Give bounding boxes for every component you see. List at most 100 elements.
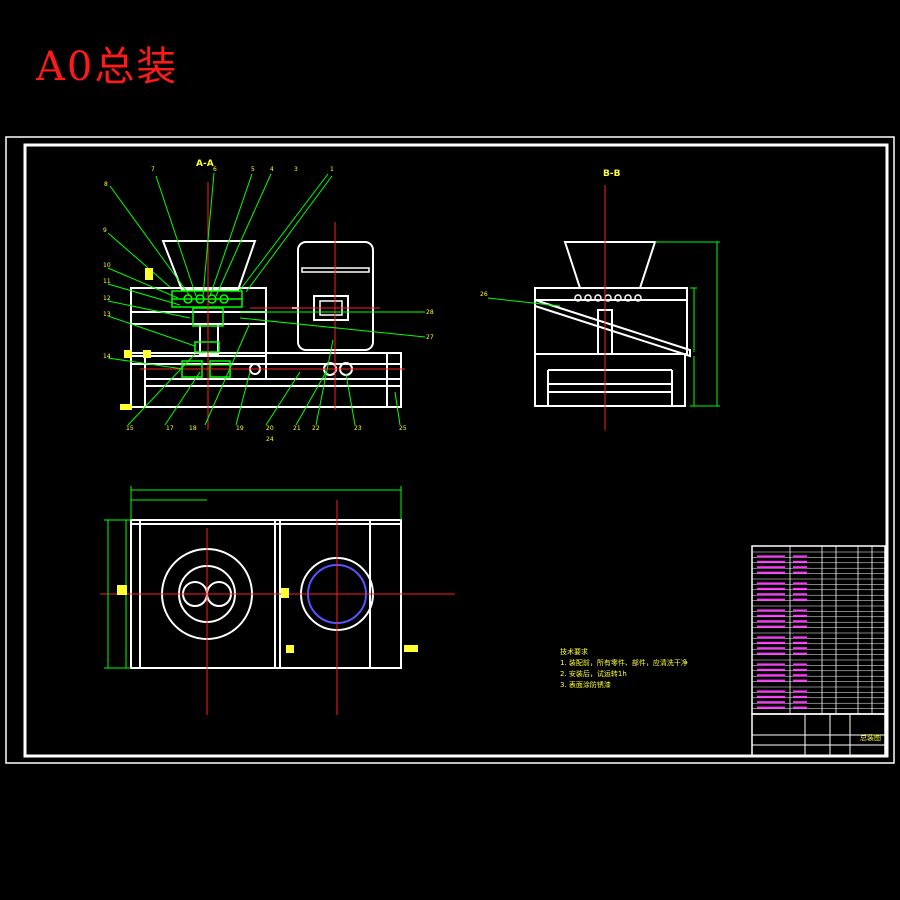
part-label: 23 — [354, 425, 362, 432]
bom-name-mark — [793, 560, 807, 563]
chute — [534, 298, 691, 358]
bom-code-mark — [757, 701, 785, 704]
inner-frame — [23, 143, 889, 758]
bom-code-mark — [757, 706, 785, 709]
bom-code-mark — [757, 598, 785, 601]
front-view — [130, 240, 402, 408]
part-number-labels: 8 7 6 5 4 3 1 9 10 11 12 13 14 28 27 26 … — [103, 166, 488, 443]
bom-name-mark — [793, 609, 807, 612]
section-markers — [117, 268, 418, 653]
bom-code-mark — [757, 641, 785, 644]
bom-name-mark — [793, 566, 807, 569]
top-dimensions — [104, 486, 402, 669]
part-label: 8 — [104, 181, 108, 188]
bom-name-mark — [793, 555, 807, 558]
view-label-front: A-A — [196, 159, 214, 169]
outer-frame — [5, 136, 895, 764]
bom-code-mark — [757, 555, 785, 558]
part-label: 17 — [166, 425, 174, 432]
bom-code-mark — [757, 647, 785, 650]
leader-lines — [107, 172, 426, 426]
bom-name-mark — [793, 679, 807, 682]
view-label-side: B-B — [603, 169, 621, 179]
part-label: 13 — [103, 311, 111, 318]
bom-name-mark — [793, 636, 807, 639]
part-label: 26 — [480, 291, 488, 298]
bom-name-mark — [793, 652, 807, 655]
bom-name-mark — [793, 598, 807, 601]
bom-code-mark — [757, 571, 785, 574]
bom-name-mark — [793, 706, 807, 709]
bom-name-mark — [793, 690, 807, 693]
part-label: 12 — [103, 295, 111, 302]
part-label: 27 — [426, 334, 434, 341]
bom-code-mark — [757, 582, 785, 585]
part-label: 21 — [293, 425, 301, 432]
part-label: 4 — [270, 166, 274, 173]
bom-name-mark — [793, 582, 807, 585]
part-label: 25 — [399, 425, 407, 432]
bom-name-mark — [793, 701, 807, 704]
bom-name-mark — [793, 663, 807, 666]
bom-code-mark — [757, 636, 785, 639]
part-label: 6 — [213, 166, 217, 173]
bom-name-mark — [793, 614, 807, 617]
bom-name-mark — [793, 625, 807, 628]
bom-code-mark — [757, 625, 785, 628]
bom-name-mark — [793, 620, 807, 623]
note-item: 2. 安装后，试运转1h — [560, 670, 627, 678]
bom-name-mark — [793, 571, 807, 574]
bom-code-mark — [757, 674, 785, 677]
bom-name-mark — [793, 593, 807, 596]
side-view — [534, 241, 691, 407]
part-label: 24 — [266, 436, 274, 443]
side-hopper — [563, 241, 657, 289]
bom-name-mark — [793, 587, 807, 590]
title-block — [751, 713, 886, 757]
bom-code-mark — [757, 614, 785, 617]
part-label: 5 — [251, 166, 255, 173]
bom-code-mark — [757, 609, 785, 612]
bom-name-mark — [793, 647, 807, 650]
technical-notes: 技术要求 1. 装配前，所有零件、部件，应清洗干净 2. 安装后，试运转1h 3… — [560, 647, 688, 691]
part-label: 20 — [266, 425, 274, 432]
note-item: 3. 表面涂防锈漆 — [560, 681, 611, 689]
notes-heading: 技术要求 — [560, 648, 588, 656]
bom-name-mark — [793, 674, 807, 677]
bill-of-materials — [751, 545, 886, 715]
bom-code-mark — [757, 652, 785, 655]
bom-code-mark — [757, 668, 785, 671]
part-label: 28 — [426, 309, 434, 316]
bom-code-mark — [757, 566, 785, 569]
part-label: 14 — [103, 353, 111, 360]
top-centerlines — [100, 500, 455, 715]
note-item: 1. 装配前，所有零件、部件，应清洗干净 — [560, 659, 688, 667]
bom-code-mark — [757, 620, 785, 623]
part-label: 9 — [103, 227, 107, 234]
bom-name-mark — [793, 668, 807, 671]
hopper — [161, 240, 257, 291]
part-label: 15 — [126, 425, 134, 432]
title-block-name: 总装图 — [860, 733, 881, 742]
bom-name-mark — [793, 641, 807, 644]
bom-code-mark — [757, 690, 785, 693]
front-centerlines — [140, 182, 405, 430]
part-label: 10 — [103, 262, 111, 269]
upper-frame — [130, 287, 267, 357]
part-label: 19 — [236, 425, 244, 432]
bom-code-mark — [757, 695, 785, 698]
drawing-title: A0总装 — [36, 44, 179, 90]
part-label: 3 — [294, 166, 298, 173]
part-label: 11 — [103, 278, 111, 285]
bom-code-mark — [757, 679, 785, 682]
side-dimensions — [487, 241, 720, 407]
bom-code-mark — [757, 560, 785, 563]
part-label: 1 — [330, 166, 334, 173]
part-label: 22 — [312, 425, 320, 432]
bom-code-mark — [757, 587, 785, 590]
bom-name-mark — [793, 695, 807, 698]
part-label: 18 — [189, 425, 197, 432]
bom-code-mark — [757, 593, 785, 596]
part-label: 7 — [151, 166, 155, 173]
